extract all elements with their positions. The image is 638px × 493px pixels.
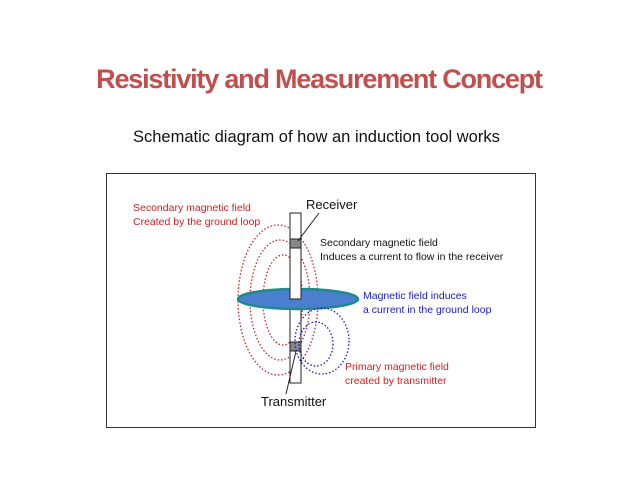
secondary-field-receiver-line1: Secondary magnetic field bbox=[320, 237, 438, 249]
primary-field-loop-outer bbox=[294, 307, 350, 375]
tool-body-upper bbox=[289, 212, 302, 300]
transmitter-label: Transmitter bbox=[261, 394, 327, 409]
receiver-coil bbox=[289, 238, 302, 249]
slide-title: Resistivity and Measurement Concept bbox=[96, 64, 543, 94]
primary-field-loops bbox=[294, 307, 350, 375]
magnetic-field-induces-line2: a current in the ground loop bbox=[363, 304, 492, 316]
primary-field-label: Primary magnetic field created by transm… bbox=[345, 360, 449, 388]
magnetic-field-induces-line1: Magnetic field induces bbox=[363, 290, 467, 302]
primary-field-loop-inner bbox=[298, 321, 334, 367]
secondary-field-ground-loop-label: Secondary magnetic field Created by the … bbox=[133, 201, 260, 229]
receiver-label: Receiver bbox=[306, 197, 358, 212]
secondary-field-ground-loop-line2: Created by the ground loop bbox=[133, 216, 261, 228]
transmitter-pointer-line bbox=[285, 350, 297, 395]
primary-field-line2: created by transmitter bbox=[345, 375, 447, 387]
receiver-pointer-line bbox=[297, 212, 320, 242]
slide-subtitle: Schematic diagram of how an induction to… bbox=[133, 128, 500, 146]
primary-field-line1: Primary magnetic field bbox=[345, 361, 449, 373]
pointer-lines bbox=[285, 212, 320, 395]
magnetic-field-induces-label: Magnetic field induces a current in the … bbox=[363, 289, 491, 317]
diagram-frame bbox=[106, 173, 536, 428]
secondary-field-receiver-label: Secondary magnetic field Induces a curre… bbox=[320, 236, 503, 264]
secondary-field-ground-loop-line1: Secondary magnetic field bbox=[133, 202, 251, 214]
secondary-field-receiver-line2: Induces a current to flow in the receive… bbox=[320, 251, 504, 263]
